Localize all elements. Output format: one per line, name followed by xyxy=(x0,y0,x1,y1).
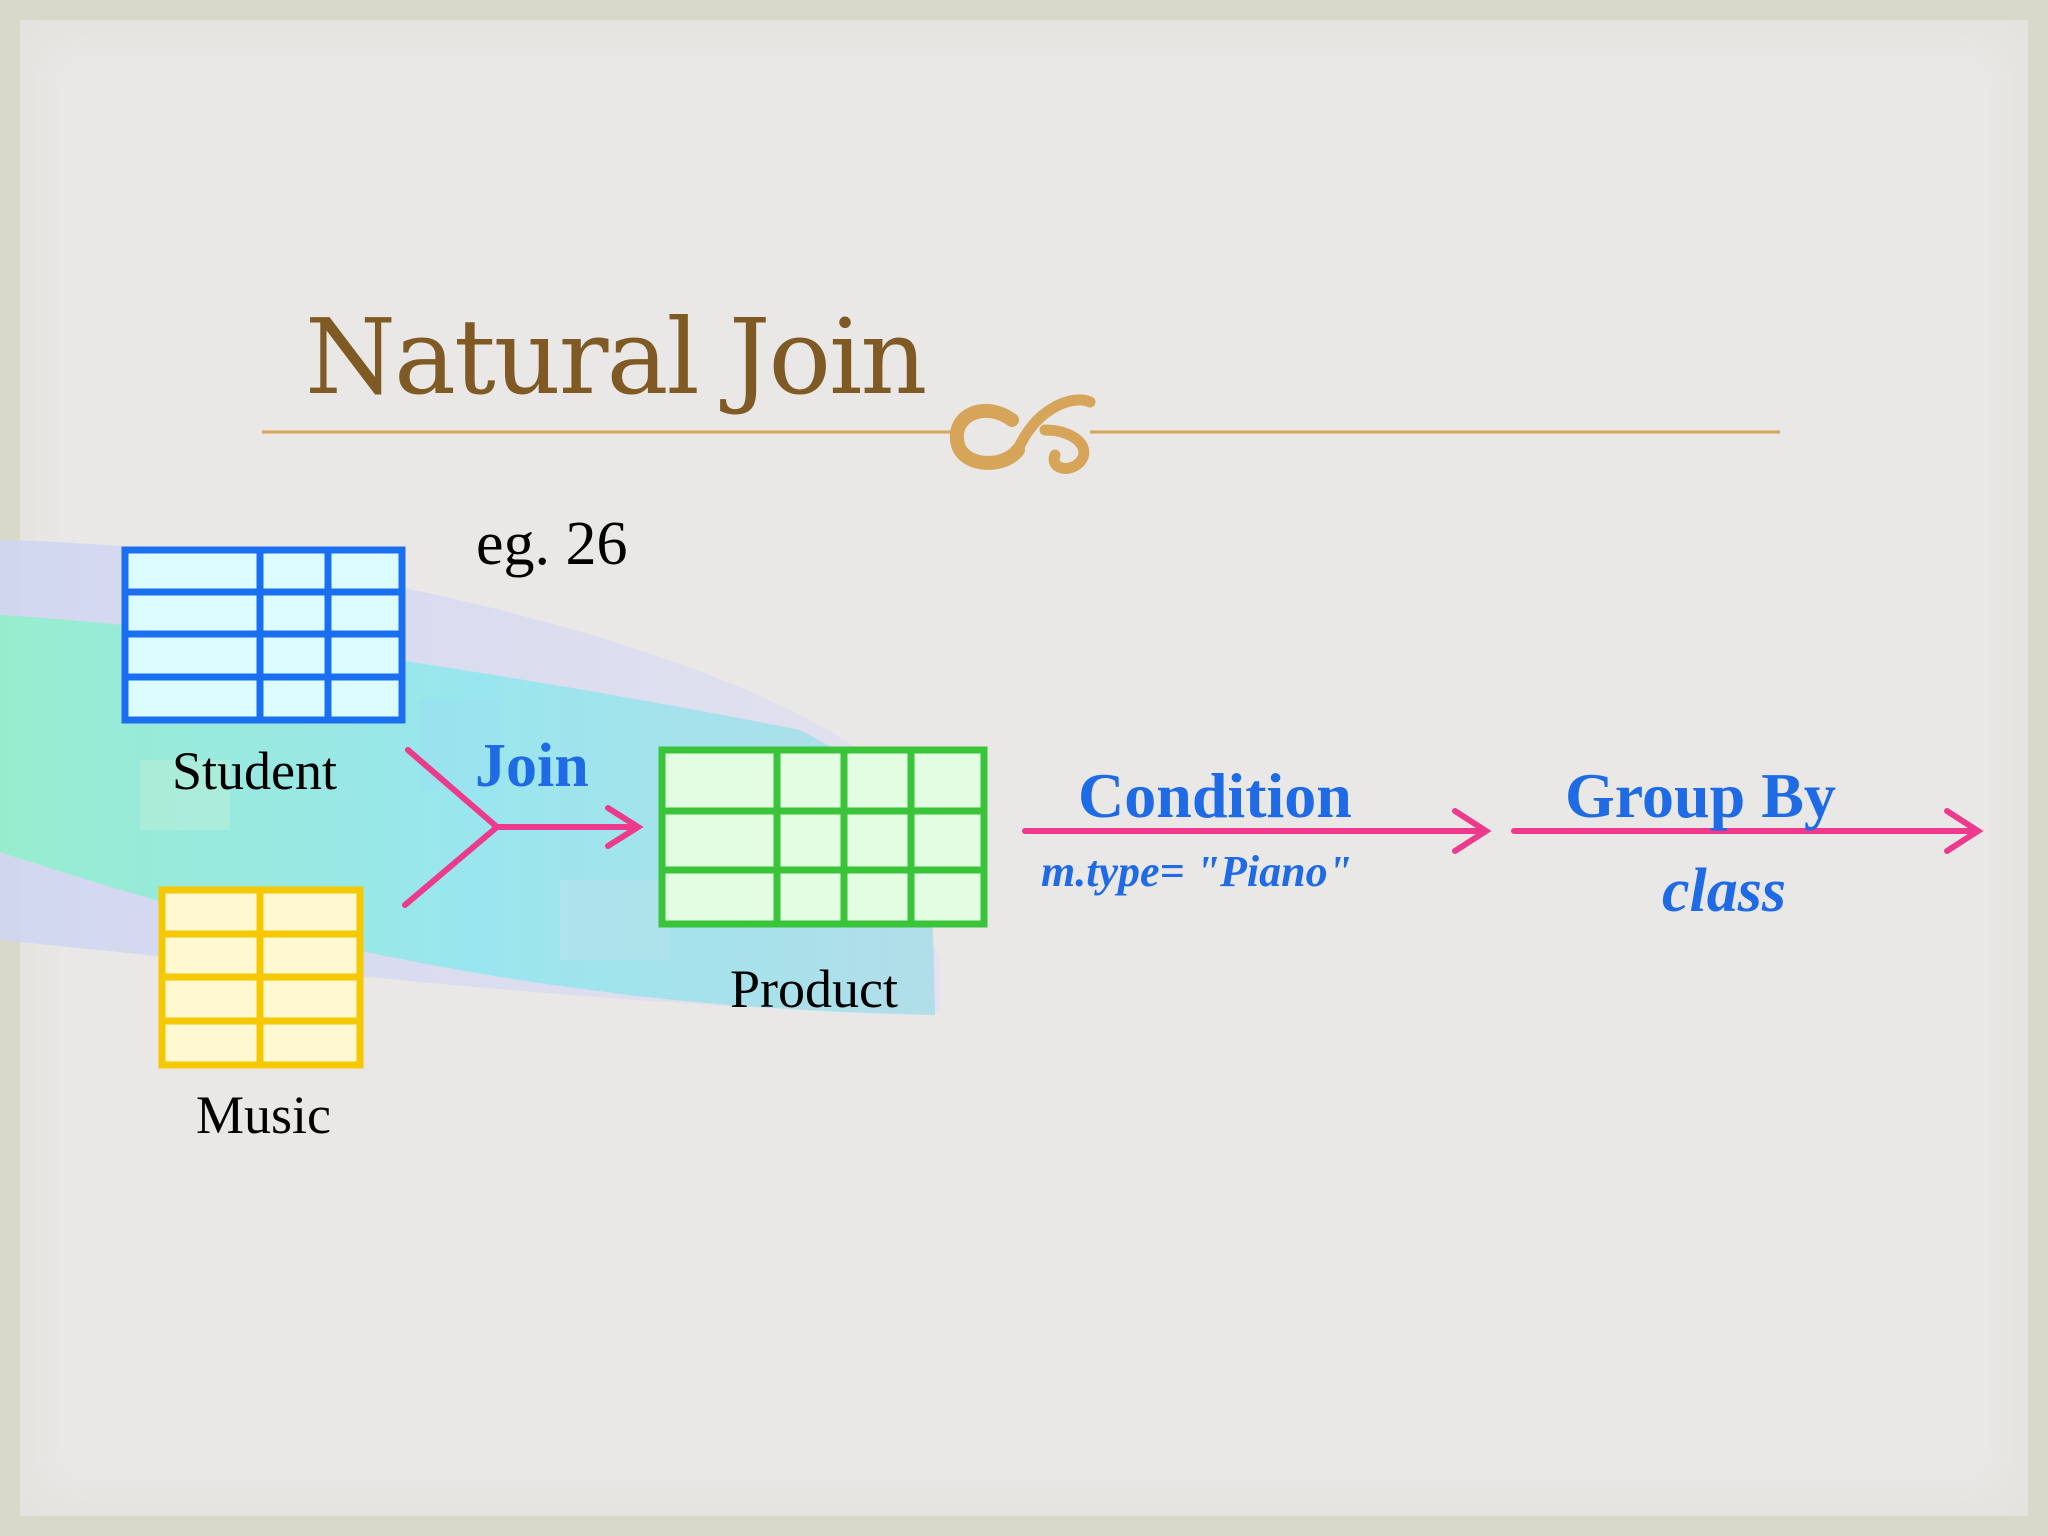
music-table-icon xyxy=(158,886,364,1069)
group-by-arrow xyxy=(1511,808,1984,854)
fleuron-icon xyxy=(949,394,1096,474)
condition-expression: m.type= "Piano" xyxy=(1041,847,1353,896)
example-label: eg. 26 xyxy=(476,510,628,578)
student-table-label: Student xyxy=(172,741,338,801)
group-by-field: class xyxy=(1662,857,1786,925)
join-arrow xyxy=(402,747,644,908)
product-table-label: Product xyxy=(730,959,898,1019)
product-table-icon xyxy=(658,746,988,928)
condition-label: Condition xyxy=(1078,760,1352,831)
page-title: Natural Join xyxy=(305,296,927,418)
condition-arrow xyxy=(1022,808,1492,854)
music-table-label: Music xyxy=(196,1085,331,1145)
group-by-label: Group By xyxy=(1565,760,1836,831)
student-table-icon xyxy=(121,546,406,724)
join-label: Join xyxy=(475,732,589,800)
